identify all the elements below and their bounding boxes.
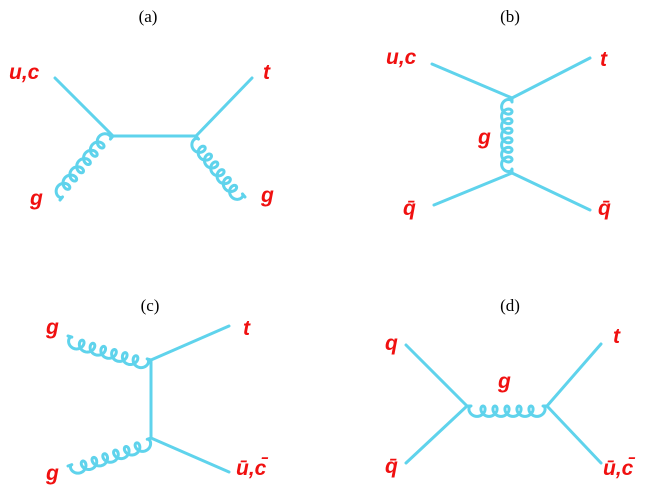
quark-line-in [404, 343, 469, 408]
gluon-line-out [190, 134, 247, 201]
particle-label-in-top: u,c [9, 61, 40, 84]
particle-label-in-top: q [385, 332, 398, 355]
diagram-b: (b) u,c q̄ t q̄ g [386, 7, 611, 220]
antiquark-line-in [432, 171, 514, 207]
diagram-d: (d) q q̄ t ū,c̄ g [385, 296, 636, 480]
particle-label-in-bottom: g [29, 187, 43, 210]
gluon-line-in-bottom [66, 436, 153, 475]
panel-label-a: (a) [139, 7, 158, 26]
gluon-line-in [54, 132, 115, 202]
top-line-out [149, 324, 231, 362]
exchange-label: g [477, 126, 491, 149]
particle-label-out-top: t [243, 317, 251, 340]
antiquark-line-out [510, 171, 592, 212]
particle-label-out-bottom: q̄ [598, 197, 611, 220]
particle-label-out-top: t [263, 61, 271, 84]
antiquark-line-out [149, 436, 231, 474]
particle-label-out-bottom: ū,c̄ [603, 457, 636, 480]
antiquark-line-out [545, 404, 603, 465]
particle-label-out-top: t [600, 48, 608, 71]
top-line-out [510, 56, 592, 100]
particle-label-out-bottom: ū,c̄ [236, 457, 269, 480]
diagram-a: (a) u,c g t g [9, 7, 274, 210]
gluon-propagator [465, 404, 549, 418]
particle-label-in-bottom: q̄ [403, 197, 416, 220]
gluon-line-in-top [66, 334, 153, 370]
quark-line-in [430, 62, 514, 100]
particle-label-in-bottom: q̄ [385, 455, 398, 478]
particle-label-out-bottom: g [260, 184, 274, 207]
antiquark-line-in [404, 404, 469, 465]
panel-label-b: (b) [500, 7, 520, 26]
top-line-out [545, 342, 603, 408]
particle-label-in-bottom: g [45, 462, 59, 485]
quark-line-in [53, 76, 115, 138]
top-line-out [194, 76, 254, 138]
panel-label-c: (c) [141, 296, 160, 315]
gluon-propagator [500, 96, 514, 175]
particle-label-in-top: g [45, 316, 59, 339]
diagram-c: (c) g g t ū,c̄ [45, 296, 269, 485]
panel-label-d: (d) [500, 296, 520, 315]
exchange-label: g [497, 370, 511, 393]
particle-label-in-top: u,c [386, 46, 417, 69]
particle-label-out-top: t [613, 325, 621, 348]
